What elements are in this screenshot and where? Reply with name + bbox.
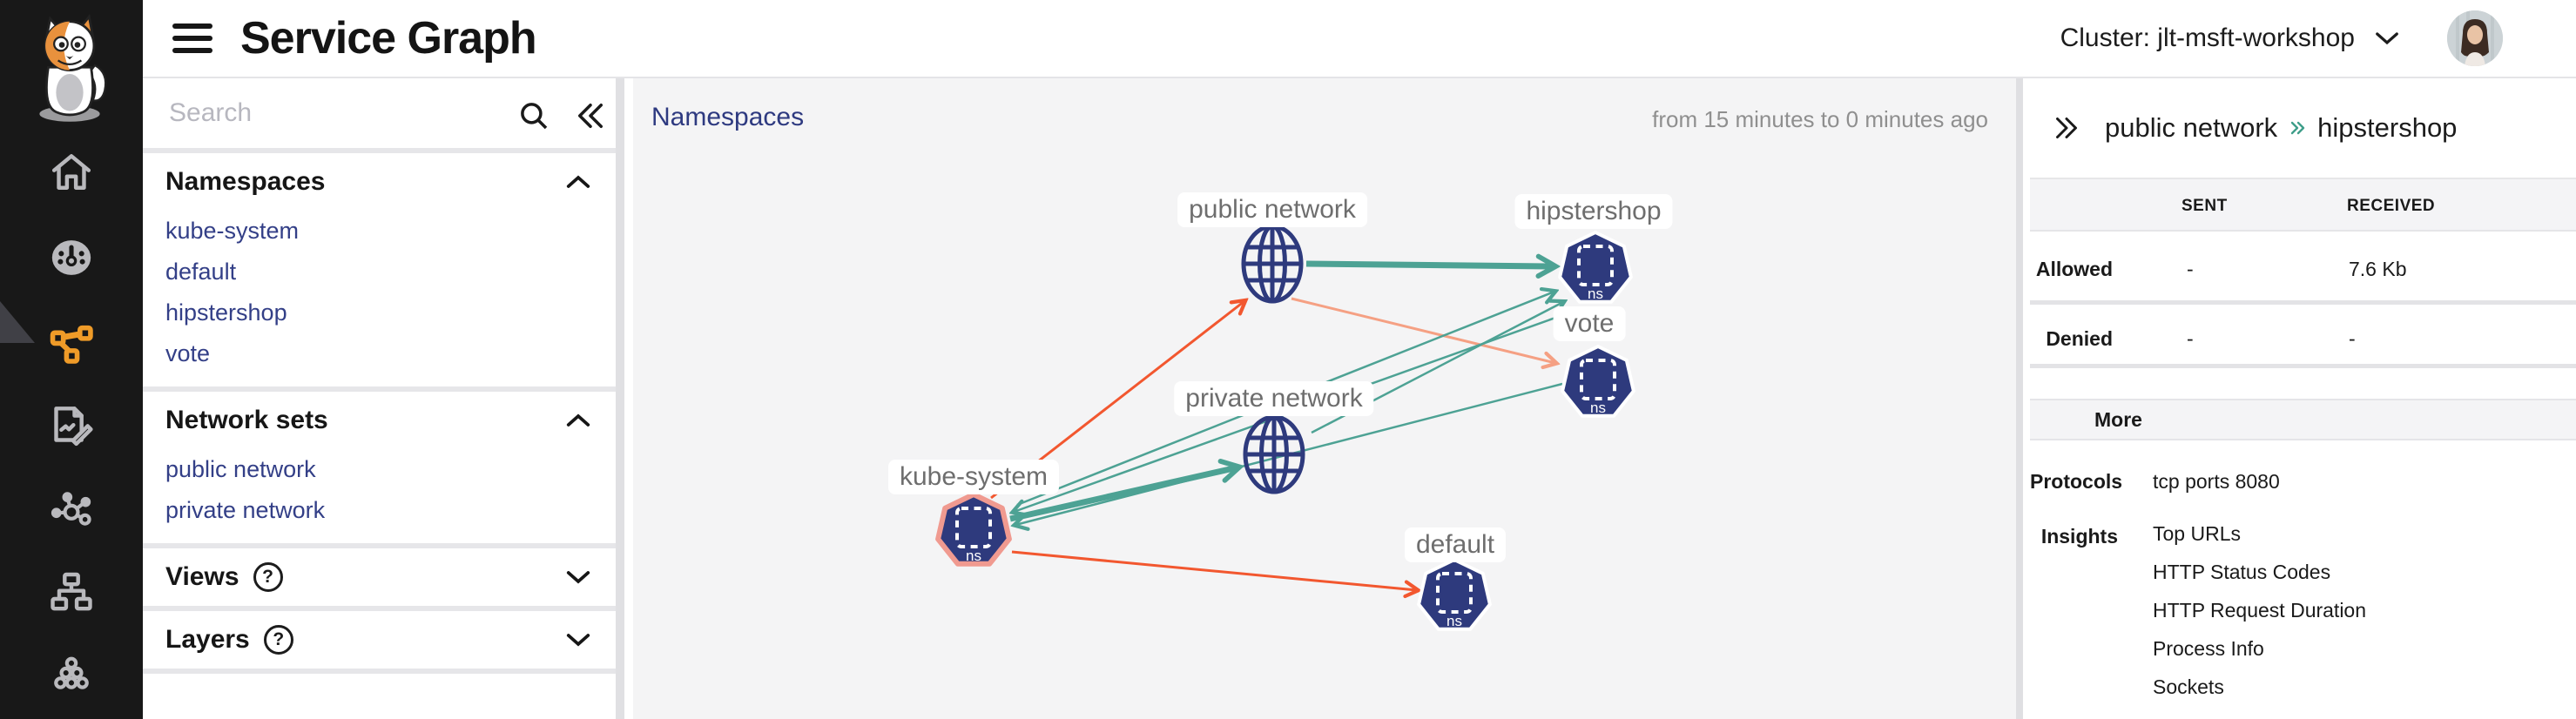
section-label: Layers (165, 625, 250, 654)
edge-source: public network (2105, 112, 2278, 143)
row-label: Allowed (2035, 258, 2113, 280)
chevron-up-icon[interactable] (565, 413, 591, 428)
section-header-network-sets[interactable]: Network sets (143, 392, 616, 449)
graph-view-title: Namespaces (651, 103, 805, 131)
app-logo-cat[interactable] (21, 7, 118, 128)
chevron-down-icon[interactable] (565, 632, 591, 648)
more-section-header: More (2030, 399, 2576, 440)
rail-dashboard-icon[interactable] (44, 230, 99, 286)
sidebar-item-kube-system[interactable]: kube-system (165, 218, 300, 244)
search-input[interactable] (169, 98, 500, 128)
edge-direction-icon (2284, 118, 2310, 138)
graph-node-label-default[interactable]: default (1404, 527, 1507, 562)
graph-node-default[interactable]: ns (1417, 558, 1492, 631)
section-label: Views (165, 562, 239, 591)
sidebar-item-hipstershop[interactable]: hipstershop (165, 299, 287, 326)
help-icon[interactable]: ? (253, 562, 283, 592)
details-header: public network hipstershop (2030, 78, 2576, 179)
rail-policies-icon[interactable] (44, 397, 99, 453)
icon-rail (0, 0, 143, 719)
sidebar-section-layers: Layers ? (143, 611, 616, 674)
top-header: Service Graph Cluster: jlt-msft-workshop (143, 0, 2576, 78)
svg-text:ns: ns (1446, 613, 1462, 629)
col-sent: SENT (2182, 197, 2228, 215)
rail-hierarchy-icon[interactable] (44, 565, 99, 621)
cell-received: 7.6 Kb (2349, 258, 2407, 280)
table-row-denied: Denied - - (2030, 305, 2576, 368)
section-label: Namespaces (165, 167, 326, 196)
expand-panel-icon[interactable] (2049, 112, 2084, 144)
rail-service-graph-icon[interactable] (44, 315, 99, 371)
protocols-row: Protocols tcp ports 8080 (2030, 461, 2576, 500)
insight-item-sockets: Sockets (2153, 675, 2224, 698)
insight-item-top-urls: Top URLs (2153, 521, 2241, 545)
protocols-value: tcp ports 8080 (2153, 470, 2280, 493)
cluster-label: Cluster: jlt-msft-workshop (2060, 24, 2355, 52)
search-row (143, 78, 616, 153)
sidebar-section-namespaces: Namespaces kube-system default hipstershop… (143, 153, 616, 392)
svg-text:ns: ns (1588, 286, 1603, 302)
graph-node-kube-system[interactable]: ns (935, 492, 1012, 567)
collapse-sidebar-icon[interactable] (571, 97, 610, 138)
graph-node-hipstershop[interactable]: ns (1558, 231, 1633, 304)
sidebar-item-vote[interactable]: vote (165, 340, 211, 366)
svg-text:ns: ns (966, 548, 981, 564)
traffic-table-header: SENT RECEIVED (2030, 179, 2576, 232)
graph-node-label-private-network[interactable]: private network (1174, 381, 1374, 416)
section-label: Network sets (165, 406, 328, 434)
graph-node-private-network[interactable] (1243, 414, 1305, 494)
details-panel: public network hipstershop SENT RECEIVED… (2030, 78, 2576, 719)
sidebar-item-default[interactable]: default (165, 259, 237, 285)
graph-edge-public-network-to-hipstershop[interactable] (1305, 264, 1554, 266)
graph-edge-kube-system-to-default[interactable] (1011, 550, 1417, 590)
rail-connections-icon[interactable] (44, 482, 99, 538)
chevron-down-icon (2376, 32, 2398, 45)
sidebar-item-public-network[interactable]: public network (165, 456, 316, 482)
insight-item-http-status-codes: HTTP Status Codes (2153, 560, 2331, 583)
cell-sent: - (2187, 258, 2194, 280)
avatar[interactable] (2447, 10, 2503, 66)
rail-home-icon[interactable] (44, 144, 99, 200)
chevron-up-icon[interactable] (565, 174, 591, 190)
cluster-selector[interactable]: Cluster: jlt-msft-workshop (2060, 24, 2400, 53)
cell-received: - (2349, 327, 2356, 350)
sidebar-section-views: Views ? (143, 548, 616, 611)
section-header-layers[interactable]: Layers ? (143, 611, 616, 669)
time-range[interactable]: from 15 minutes to 0 minutes ago (1652, 106, 1988, 132)
col-received: RECEIVED (2347, 197, 2436, 215)
graph-node-label-vote[interactable]: vote (1553, 306, 1626, 341)
insight-item-process-info: Process Info (2153, 636, 2264, 660)
insights-label: Insights (2040, 525, 2118, 548)
more-label: More (2094, 408, 2142, 431)
rail-clusters-icon[interactable] (44, 648, 99, 704)
help-icon[interactable]: ? (263, 625, 293, 655)
protocols-label: Protocols (2030, 470, 2123, 493)
insight-item-http-request-duration: HTTP Request Duration (2153, 598, 2367, 622)
sidebar-item-private-network[interactable]: private network (165, 497, 326, 523)
graph-svg: ns ns ns ns (935, 224, 1635, 631)
row-label: Denied (2046, 327, 2113, 350)
page-title: Service Graph (240, 13, 537, 64)
sidebar-section-network-sets: Network sets public network private netwo… (143, 392, 616, 548)
sidebar: Namespaces kube-system default hipstershop… (143, 78, 624, 719)
graph-node-label-hipstershop[interactable]: hipstershop (1514, 194, 1673, 229)
graph-edge-public-network-to-vote[interactable] (1291, 297, 1555, 363)
cell-sent: - (2187, 327, 2194, 350)
menu-icon[interactable] (172, 24, 212, 53)
active-item-wedge (0, 301, 35, 343)
section-header-namespaces[interactable]: Namespaces (143, 153, 616, 211)
breadcrumb: public network hipstershop (2105, 112, 2457, 144)
section-header-views[interactable]: Views ? (143, 548, 616, 606)
graph-node-vote[interactable]: ns (1561, 345, 1635, 418)
graph-node-label-kube-system[interactable]: kube-system (887, 460, 1060, 494)
search-icon[interactable] (516, 97, 552, 138)
graph-node-label-public-network[interactable]: public network (1177, 192, 1367, 227)
graph-node-public-network[interactable] (1241, 224, 1304, 304)
chevron-down-icon[interactable] (565, 569, 591, 585)
graph-edge-kube-system-to-private-network[interactable] (1009, 467, 1237, 522)
svg-text:ns: ns (1590, 400, 1606, 416)
table-row-allowed: Allowed - 7.6 Kb (2030, 232, 2576, 305)
service-graph-canvas[interactable]: Namespaces from 15 minutes to 0 minutes … (633, 78, 2023, 719)
edge-destination: hipstershop (2317, 112, 2458, 143)
